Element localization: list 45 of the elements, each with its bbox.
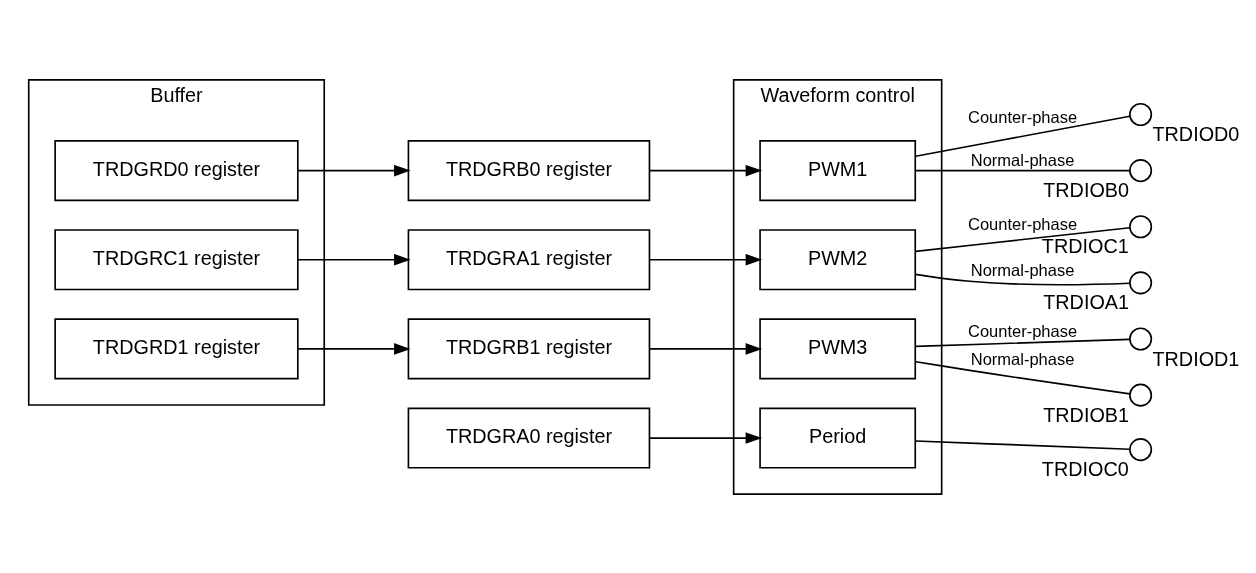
arrow [297,253,411,266]
node-box: TRDGRA0 register [407,407,651,469]
edge-label: Counter-phase [967,321,1078,340]
arrow [648,253,763,266]
node-label: TRDIOD1 [1152,347,1240,370]
node-box: Period [759,407,917,469]
edge-label: Counter-phase [967,214,1078,233]
connector [914,439,1131,450]
arrow [648,342,763,355]
node-box: TRDGRB0 register [407,139,651,201]
node-box: TRDGRD0 register [54,139,299,201]
node-label: TRDIOA1 [1043,290,1130,313]
connector [914,337,1131,347]
edge-label: Normal-phase [970,349,1075,368]
node-box: TRDGRD1 register [54,317,299,379]
node-box: TRDGRA1 register [407,228,651,290]
edge-label: Normal-phase [970,150,1075,169]
connector [914,114,1131,157]
node-label: TRDIOD0 [1152,122,1240,145]
node-label: TRDIOC0 [1041,457,1129,480]
node-label: TRDIOB1 [1043,403,1130,426]
node-circle [1129,102,1153,126]
node-box: TRDGRB1 register [407,317,651,379]
node-box: PWM1 [759,139,917,201]
node-box: PWM2 [759,228,917,290]
connector [914,169,1131,171]
node-circle [1129,437,1153,461]
node-label: TRDIOB0 [1043,178,1130,201]
arrow [648,431,763,444]
edge-label: Normal-phase [970,260,1075,279]
arrow [297,342,411,355]
node-box: TRDGRC1 register [54,228,299,290]
node-label: TRDIOC1 [1041,234,1129,257]
connector [914,273,1131,285]
connector [915,360,1131,395]
node-circle [1129,158,1153,182]
node-circle [1129,214,1153,238]
node-circle [1129,326,1153,351]
arrow [648,164,763,176]
connector [914,226,1131,252]
node-circle [1129,383,1153,407]
node-box: PWM3 [759,317,917,379]
edge-label: Counter-phase [967,107,1078,126]
arrow [297,164,411,176]
node-circle [1129,270,1153,294]
